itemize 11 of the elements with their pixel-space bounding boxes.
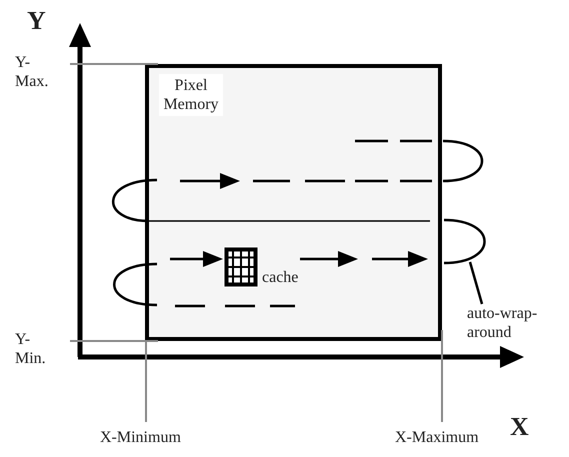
area-title: Pixel Memory [159,74,223,116]
callout-text: auto-wrap-around [467,304,562,342]
limit-label: Y- Max. [15,53,50,91]
memory-area-box [145,64,442,341]
limit-label: X-Minimum [100,428,182,447]
leader-line [468,262,484,304]
axis-label: Y [27,6,47,36]
caption-text: cache [262,268,298,287]
limit-label: X-Maximum [395,428,480,447]
limit-label: Y- Min. [15,330,47,368]
axis-label: X [510,412,530,442]
